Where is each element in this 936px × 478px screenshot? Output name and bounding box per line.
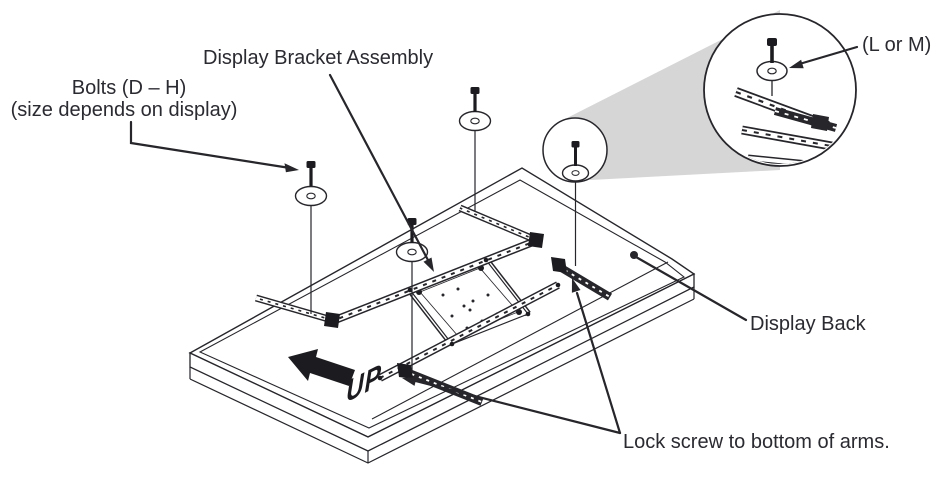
leader-lock-screw-left	[410, 378, 622, 435]
bracket-rail-top	[328, 236, 540, 326]
leader-display-back	[634, 255, 748, 322]
lock-screw-tab-bottom	[397, 363, 413, 379]
magnifier-large-circle	[703, 13, 857, 167]
display-back-dot	[630, 251, 638, 259]
display-bevel-line	[371, 261, 669, 420]
up-arrow-icon	[288, 349, 355, 386]
label-lock-screw: Lock screw to bottom of arms.	[623, 431, 890, 453]
bolt-1	[294, 161, 328, 314]
arrowhead-lock-screw-left	[402, 377, 417, 386]
label-display-bracket-assembly: Display Bracket Assembly	[203, 47, 433, 69]
label-washer-size: (L or M)	[862, 34, 931, 56]
label-bolts-line1: Bolts (D – H)	[72, 77, 186, 99]
bolt-4	[561, 141, 590, 266]
arrowhead-washer-size	[789, 59, 804, 69]
arm-joint-tab	[324, 312, 340, 328]
lock-screw-tab-right	[551, 257, 567, 273]
leader-bracket-assembly	[328, 73, 431, 264]
leader-washer-size	[794, 45, 859, 67]
leader-lock-screw-right	[575, 291, 622, 435]
bracket-arm-bottom-left	[402, 367, 484, 406]
magnified-bolt	[756, 38, 788, 96]
label-bolts-line2: (size depends on display)	[11, 99, 238, 121]
arrowhead-lock-screw-right	[571, 278, 581, 293]
bracket-arm-top-left	[255, 294, 333, 324]
bolt-2	[395, 218, 429, 372]
label-display-back: Display Back	[750, 313, 867, 335]
bracket-arm-top-right	[458, 204, 538, 244]
arrowhead-bracket-assembly	[423, 257, 434, 272]
arrowhead-bolts	[284, 163, 299, 173]
bolt-3	[458, 87, 492, 212]
leader-bolts	[129, 120, 292, 170]
bracket-rail-bottom	[378, 281, 560, 382]
bracket-assembly	[255, 204, 613, 406]
